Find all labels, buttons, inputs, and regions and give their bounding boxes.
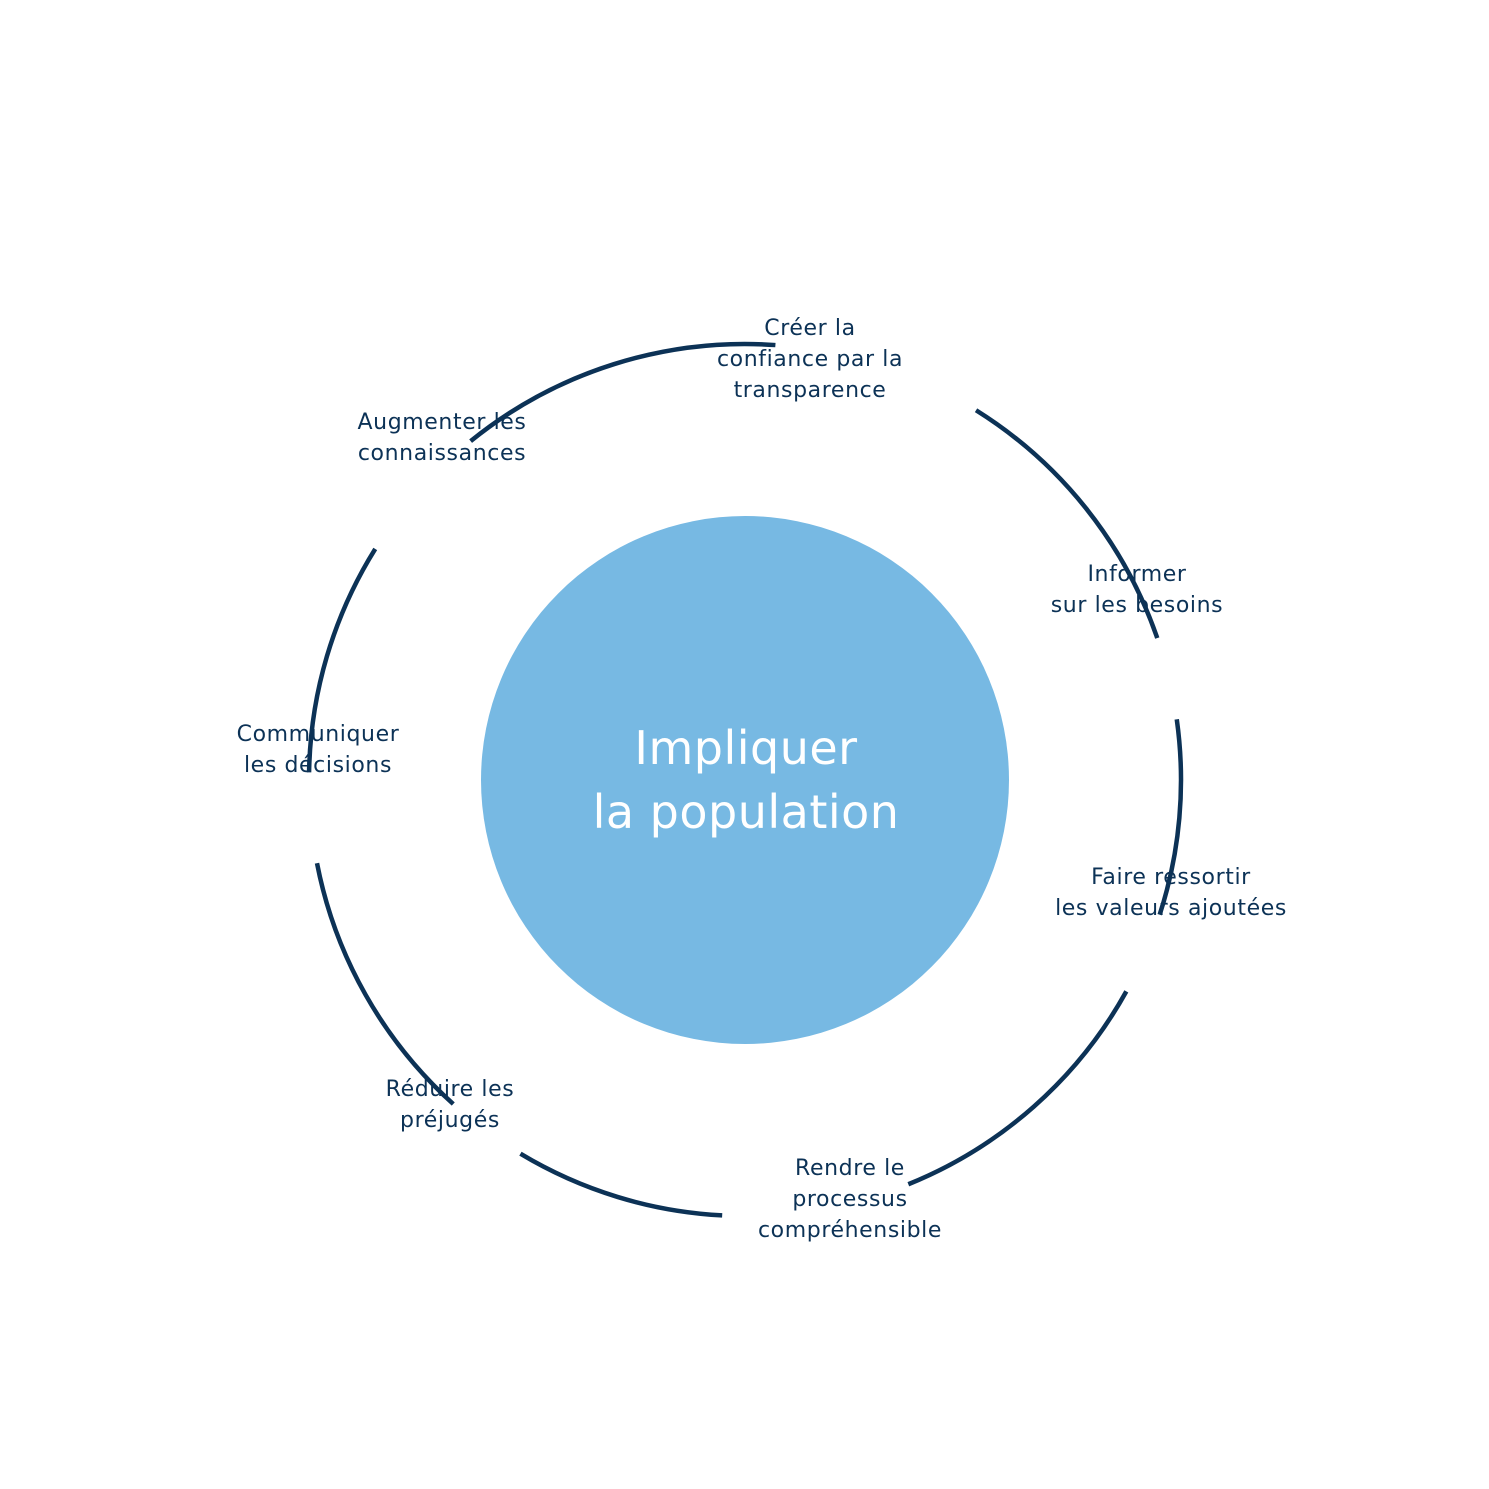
step-label-values: Faire ressortir les valeurs ajoutées xyxy=(1026,862,1316,924)
ring-arc-segment xyxy=(907,990,1129,1187)
step-label-process-line-2: processus xyxy=(792,1187,908,1212)
step-label-process: Rendre le processus compréhensible xyxy=(735,1153,965,1246)
step-label-knowledge-line-1: Augmenter les xyxy=(357,410,527,435)
step-label-trust: Créer la confiance par la transparence xyxy=(695,313,925,406)
step-label-decisions: Communiquer les décisions xyxy=(203,719,433,781)
step-label-needs-line-1: Informer xyxy=(1087,562,1187,587)
ring-arc-segment xyxy=(519,1151,723,1218)
step-label-trust-line-2: confiance par la xyxy=(716,347,904,372)
step-label-knowledge: Augmenter les connaissances xyxy=(322,407,562,469)
step-label-values-line-2: les valeurs ajoutées xyxy=(1055,896,1287,921)
step-label-trust-line-3: transparence xyxy=(733,378,887,403)
step-label-trust-line-1: Créer la xyxy=(764,316,856,341)
step-label-prejudice-line-1: Réduire les xyxy=(385,1077,515,1102)
center-title: Impliquer la population xyxy=(482,516,1010,1044)
ring-arc-segment xyxy=(469,341,776,443)
ring-arc-segment xyxy=(306,547,378,773)
step-label-prejudice: Réduire les préjugés xyxy=(335,1074,565,1136)
step-label-decisions-line-2: les décisions xyxy=(243,753,393,778)
step-label-knowledge-line-2: connaissances xyxy=(357,441,527,466)
step-label-process-line-3: compréhensible xyxy=(757,1218,943,1243)
center-title-line-2: la population xyxy=(592,785,900,839)
step-label-decisions-line-1: Communiquer xyxy=(236,722,400,747)
step-label-needs: Informer sur les besoins xyxy=(1022,559,1252,621)
ring-arc-segment xyxy=(1157,719,1184,916)
step-label-prejudice-line-2: préjugés xyxy=(400,1108,500,1133)
ring-arcs xyxy=(306,341,1184,1218)
center-circle xyxy=(481,516,1009,1044)
ring-arc-segment xyxy=(974,408,1160,639)
step-label-values-line-1: Faire ressortir xyxy=(1091,865,1251,890)
step-label-needs-line-2: sur les besoins xyxy=(1050,593,1224,618)
ring-arc-segment xyxy=(314,862,455,1106)
center-title-line-1: Impliquer xyxy=(634,721,858,775)
step-label-process-line-1: Rendre le xyxy=(795,1156,905,1181)
